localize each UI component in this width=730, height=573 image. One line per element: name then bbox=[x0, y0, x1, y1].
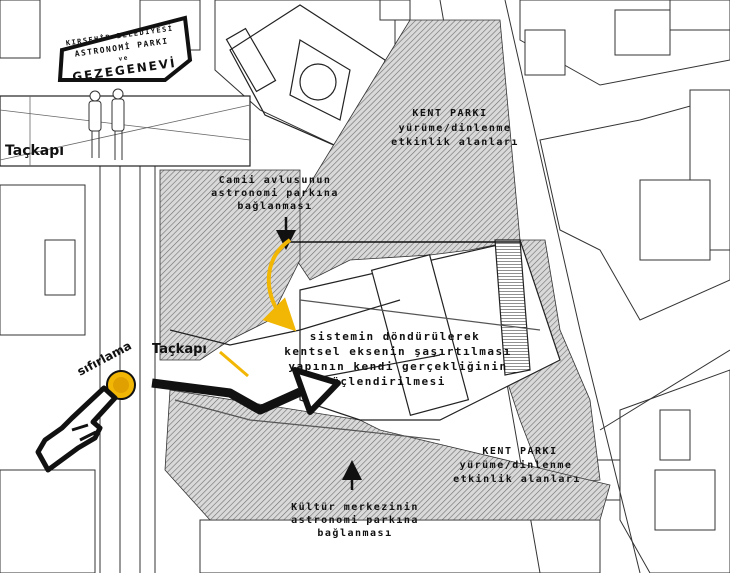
culture-line-3: bağlanması bbox=[317, 527, 392, 539]
mosque-line-3: bağlanması bbox=[237, 200, 312, 212]
sign-line-3: ve bbox=[118, 54, 129, 62]
label-culture-link: Kültür merkezinin astronomi parkına bağl… bbox=[291, 501, 419, 539]
gate-label: Taçkapı bbox=[152, 342, 207, 357]
inset-gate-label: Taçkapı bbox=[5, 143, 64, 159]
mosque-line-1: Camii avlusunun bbox=[219, 174, 332, 186]
mosque-line-2: astronomi parkına bbox=[211, 187, 339, 199]
park-zones bbox=[159, 19, 611, 521]
label-park-bottom: KENT PARKI yürüme/dinlenme etkinlik alan… bbox=[453, 446, 581, 485]
park-bottom-line-2: yürüme/dinlenme bbox=[460, 459, 573, 471]
park-top-line-3: etkinlik alanları bbox=[391, 136, 519, 148]
park-top-line-2: yürüme/dinlenme bbox=[399, 122, 512, 134]
rotation-line-4: güçlendirilmesi bbox=[324, 375, 446, 388]
gate-inset: Taçkapı bbox=[0, 88, 251, 167]
label-rotation: sistemin döndürülerek kentsel eksenin şa… bbox=[284, 330, 511, 388]
culture-line-1: Kültür merkezinin bbox=[291, 501, 419, 513]
culture-line-2: astronomi parkına bbox=[291, 514, 419, 526]
park-sign: KIRŞEHİR BELEDİYESİ ASTRONOMİ PARKI ve G… bbox=[57, 15, 193, 84]
label-mosque-link: Camii avlusunun astronomi parkına bağlan… bbox=[211, 174, 339, 212]
rotation-line-3: yapının kendi gerçekliğinin bbox=[288, 360, 507, 373]
park-top-line-1: KENT PARKI bbox=[412, 108, 487, 119]
hand-pressing-button-icon bbox=[35, 370, 136, 473]
people-silhouettes bbox=[88, 88, 125, 160]
label-park-top: KENT PARKI yürüme/dinlenme etkinlik alan… bbox=[391, 108, 519, 148]
rotation-line-2: kentsel eksenin şaşırtılması bbox=[284, 345, 511, 358]
rotation-line-1: sistemin döndürülerek bbox=[310, 330, 481, 343]
gate-marker bbox=[219, 350, 249, 378]
yellow-rotation-arrow bbox=[262, 238, 297, 332]
park-bottom-line-3: etkinlik alanları bbox=[453, 473, 581, 485]
observatory-building bbox=[169, 239, 561, 441]
park-bottom-line-1: KENT PARKI bbox=[482, 446, 557, 457]
thick-arrow-right-icon bbox=[151, 367, 341, 415]
